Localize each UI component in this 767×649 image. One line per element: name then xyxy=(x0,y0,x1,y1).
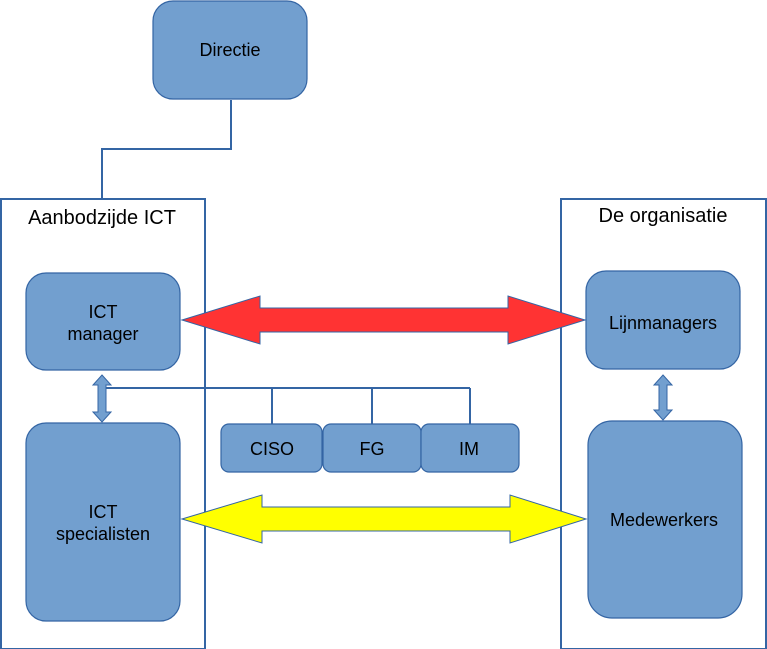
node-ict-specialisten xyxy=(25,422,181,622)
connector-directie-aanbod xyxy=(101,100,232,200)
node-ciso-label: CISO xyxy=(250,439,294,459)
node-im-label: IM xyxy=(459,439,479,459)
group-aanbodzijde-frame xyxy=(0,198,206,649)
node-medewerkers xyxy=(587,420,743,619)
double-arrow-specialisten-medewerkers-icon xyxy=(180,494,588,544)
node-im xyxy=(420,423,520,473)
node-ict-specialisten-label-line2: specialisten xyxy=(56,524,150,544)
node-fg-label: FG xyxy=(360,439,385,459)
node-ict-manager-label-line1: ICT xyxy=(89,302,118,322)
group-organisatie-frame xyxy=(560,198,767,649)
node-ict-manager-label-line2: manager xyxy=(67,324,138,344)
node-directie xyxy=(152,0,308,100)
group-organisatie-label: De organisatie xyxy=(599,205,728,227)
group-aanbodzijde-label: Aanbodzijde ICT xyxy=(28,207,176,229)
node-ciso xyxy=(220,423,323,473)
node-ict-specialisten-label-line1: ICT xyxy=(89,502,118,522)
double-arrow-manager-specialisten-icon xyxy=(91,374,113,423)
double-arrow-lijnmanagers-medewerkers-icon xyxy=(652,374,674,421)
double-arrow-manager-lijnmanagers-icon xyxy=(180,295,587,345)
node-directie-label: Directie xyxy=(199,40,260,60)
node-ict-manager xyxy=(25,272,181,371)
node-lijnmanagers-label: Lijnmanagers xyxy=(609,313,717,333)
node-medewerkers-label: Medewerkers xyxy=(610,510,718,530)
